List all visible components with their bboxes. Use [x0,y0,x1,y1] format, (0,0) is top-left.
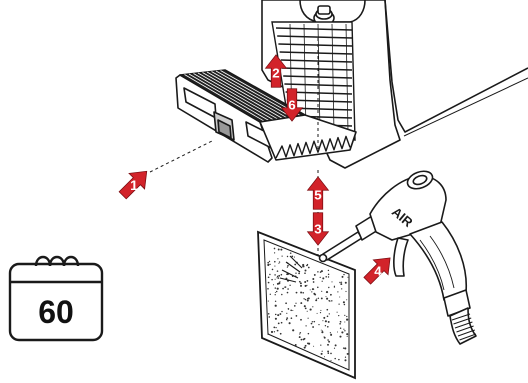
interval-value: 60 [38,294,74,330]
step-arrow-4: 4 [363,257,391,285]
step-number-2: 2 [272,66,279,81]
step-arrow-2: 2 [264,54,288,88]
step-arrow-5: 5 [306,176,330,210]
step-number-4: 4 [374,264,382,279]
step-arrow-3: 3 [306,212,330,246]
step-arrow-1: 1 [118,170,148,200]
step-number-1: 1 [130,177,138,193]
filter-panel [257,230,356,380]
step-number-5: 5 [314,188,322,203]
filter-tray [175,69,357,163]
air-blow-gun [318,170,477,345]
step-number-6: 6 [288,98,295,113]
calendar-icon [8,255,104,342]
air-blast-lines [279,255,303,283]
step-number-3: 3 [314,222,321,237]
step-arrow-6: 6 [280,88,304,122]
